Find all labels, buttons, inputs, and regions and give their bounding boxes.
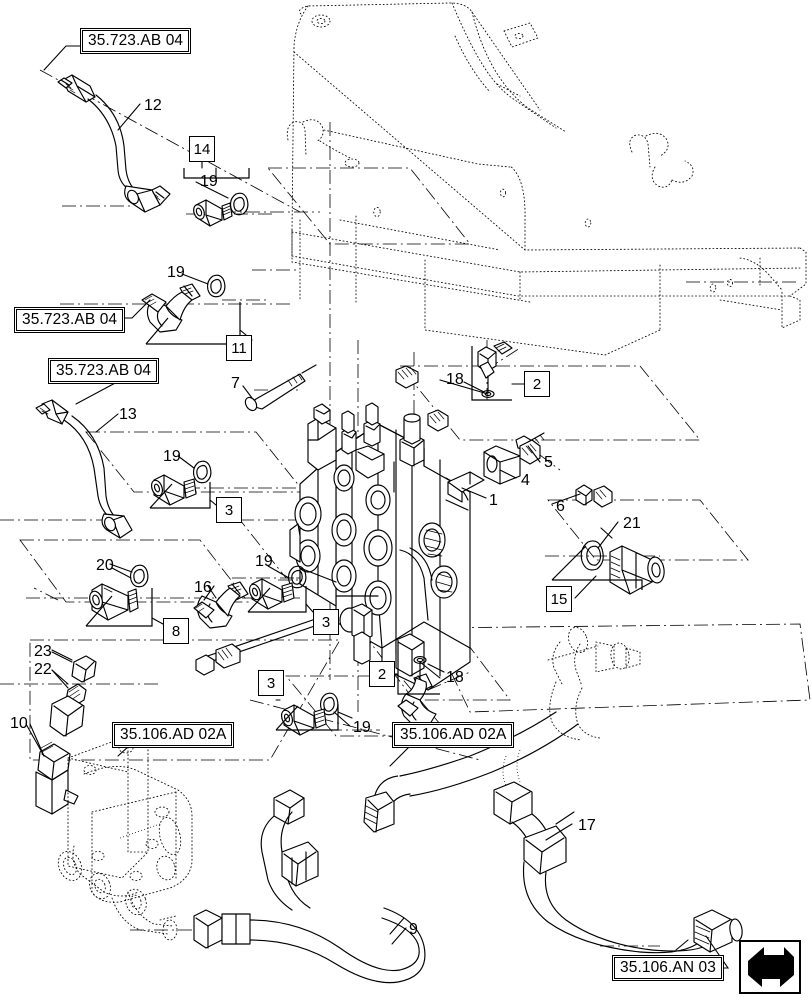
item-box-2-lower[interactable]: 2 [369, 661, 395, 687]
item-label-5: 5 [544, 454, 553, 471]
item-label-19-a: 19 [200, 173, 218, 190]
item-label-20: 20 [96, 557, 114, 574]
reference-label: 35.106.AD 02A [394, 724, 513, 746]
loader-arm-phantom-outline [286, 2, 807, 356]
item-label-18-b: 18 [446, 669, 464, 686]
reference-label: 35.106.AD 02A [114, 724, 233, 746]
reference-label: 35.106.AN 03 [614, 957, 722, 979]
parts-4-5-6 [395, 365, 613, 508]
part-1-control-valve-assembly [289, 402, 485, 691]
item-label-21: 21 [623, 515, 641, 532]
reference-label: 35.723.AB 04 [82, 30, 190, 52]
reference-box-35-106-ad-02a-elbow[interactable]: 35.106.AD 02A [392, 722, 515, 748]
part-9-hydraulic-hose-lower [193, 789, 426, 984]
pump-phantom [57, 735, 193, 941]
reference-box-35-723-ab-04-top[interactable]: 35.723.AB 04 [80, 28, 192, 54]
item-box-2-upper[interactable]: 2 [524, 371, 550, 397]
part-11-elbow-assembly [141, 274, 253, 345]
part-8-quick-coupler [85, 564, 164, 627]
reference-leader-lines [43, 45, 730, 969]
item-label-13: 13 [119, 406, 137, 423]
part-3-fitting-lower [275, 692, 353, 736]
item-label-7: 7 [231, 375, 240, 392]
reference-box-35-106-ad-02a-pump[interactable]: 35.106.AD 02A [112, 722, 235, 748]
item-box-15[interactable]: 15 [546, 586, 572, 612]
part-12-hydraulic-tube-upper [57, 74, 171, 213]
item-box-11[interactable]: 11 [226, 335, 252, 361]
part-3-fitting-upper-left [149, 460, 217, 509]
item-label-18-a: 18 [446, 371, 464, 388]
part-17-hydraulic-hose-right [493, 781, 743, 954]
part-7-long-mounting-bolt [242, 364, 317, 412]
reference-box-35-723-ab-04-mid2[interactable]: 35.723.AB 04 [48, 358, 160, 384]
item-label-9: 9 [409, 921, 418, 938]
part-13-hydraulic-tube-left [35, 399, 133, 539]
group-boundaries [19, 167, 811, 761]
item-label-16: 16 [194, 579, 212, 596]
alignment-centerlines [0, 69, 800, 947]
item-label-19-c: 19 [163, 448, 181, 465]
reference-box-35-106-an-03[interactable]: 35.106.AN 03 [612, 955, 724, 981]
item-label-17: 17 [578, 817, 596, 834]
item-box-3-lower[interactable]: 3 [258, 670, 284, 696]
part-2-elbow-upper [463, 341, 525, 401]
valve-ports [294, 464, 458, 633]
item-label-6: 6 [556, 498, 565, 515]
item-box-3-mid[interactable]: 3 [313, 609, 339, 635]
item-box-8[interactable]: 8 [163, 618, 189, 644]
black-arrow-icon [748, 947, 794, 987]
part-3-fitting-mid [247, 565, 314, 613]
item-label-22: 22 [34, 661, 52, 678]
item-label-19-b: 19 [167, 264, 185, 281]
valve-spools [341, 402, 425, 479]
item-label-23: 23 [34, 643, 52, 660]
item-label-19-d: 19 [255, 553, 273, 570]
item-label-12: 12 [144, 97, 162, 114]
reference-box-35-723-ab-04-mid1[interactable]: 35.723.AB 04 [14, 307, 126, 333]
item-label-1: 1 [489, 492, 498, 509]
item-box-3-upper[interactable]: 3 [216, 497, 242, 523]
item-box-14[interactable]: 14 [189, 136, 215, 162]
reference-label: 35.723.AB 04 [50, 360, 158, 382]
view-direction-arrow-box[interactable] [739, 940, 801, 994]
reference-label: 35.723.AB 04 [16, 309, 124, 331]
item-label-4: 4 [521, 472, 530, 489]
item-label-10: 10 [10, 715, 28, 732]
item-label-19-e: 19 [353, 719, 371, 736]
leader-lines [25, 103, 619, 945]
